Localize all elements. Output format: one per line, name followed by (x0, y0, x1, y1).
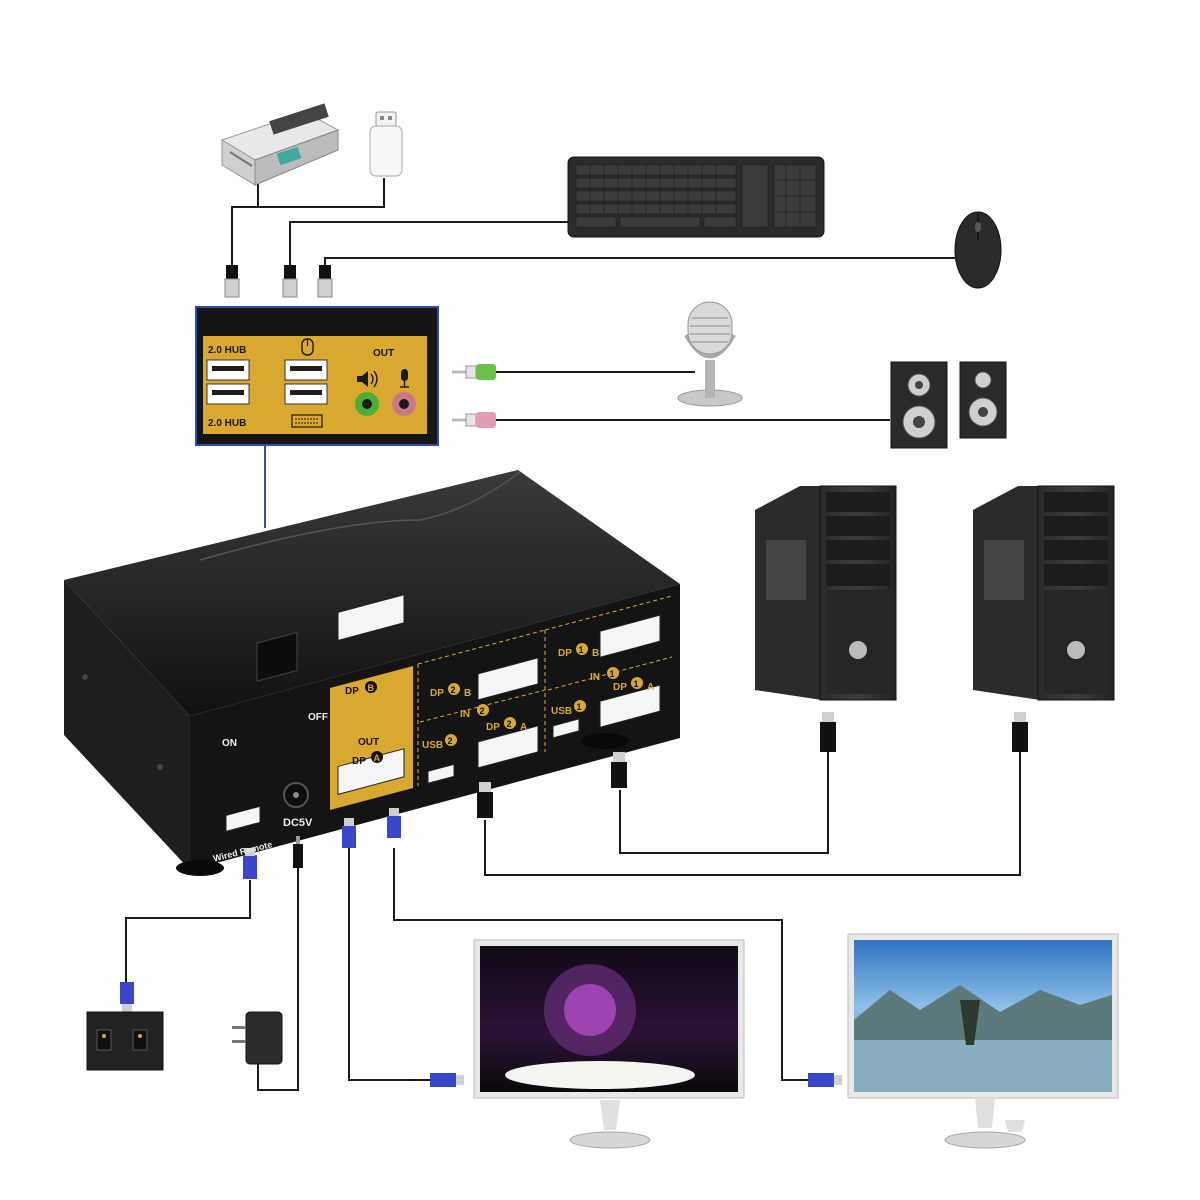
dp1-a-port (599, 684, 661, 728)
mic-in-jack-icon (392, 392, 416, 416)
monitor2-cable (393, 848, 810, 1081)
panel-mouse-icon (301, 338, 314, 356)
hdmi-plug-2-icon (477, 782, 493, 818)
audio-plug-pink-icon (452, 412, 496, 428)
microphone-icon (677, 301, 743, 407)
kvm-ports (176, 595, 673, 876)
monitor1-cable (348, 848, 440, 1081)
dp2-b-letter: B (464, 688, 471, 699)
dp1-b-letter: B (592, 648, 599, 659)
dp1-b-num: 1 (579, 645, 584, 655)
dp2-a-port (477, 725, 539, 769)
remote-cable (125, 880, 251, 985)
in1-num: 1 (610, 669, 615, 679)
mouse-cable (324, 257, 955, 265)
usb1-label: USB (551, 706, 572, 717)
dp-out-b-port (337, 594, 405, 642)
in1-label: IN (590, 672, 600, 683)
power-switch[interactable] (256, 631, 298, 682)
computer-1-icon (755, 485, 897, 701)
dp1-b-label: DP (558, 648, 572, 659)
audio-plug-green-icon (452, 364, 496, 380)
usb-stick-cable (258, 178, 385, 208)
dp-out-b-label: DP (345, 686, 359, 697)
panel-keyboard-icon (291, 414, 323, 428)
usb2-label: USB (422, 740, 443, 751)
out-label: OUT (358, 737, 379, 748)
panel-out-label: OUT (373, 348, 394, 359)
dp-out-a-letter: A (374, 753, 381, 763)
in2-num: 2 (480, 706, 485, 716)
pc1-cable (619, 752, 829, 854)
wired-remote-icon (86, 1011, 164, 1071)
usb-plug-icons (224, 265, 333, 298)
power-adapter-icon (232, 1011, 283, 1065)
dp1-a-num: 1 (634, 679, 639, 689)
panel-speaker-icon (357, 370, 378, 388)
power-cable (257, 868, 299, 1091)
dp-out-b-letter: B (368, 683, 375, 693)
dp-out-a-port (337, 748, 405, 796)
dp-out-a-label: DP (352, 756, 366, 767)
usb-plug-mouse-icon (317, 265, 333, 298)
printer-icon (220, 103, 340, 186)
on-label: ON (222, 738, 237, 749)
dp1-a-letter: A (647, 682, 654, 693)
monitor-2-icon (847, 933, 1119, 1149)
usb-plug-printer-icon (224, 265, 240, 298)
kvm-labels: ON OFF DP B OUT DP A DP 2 B IN 2 USB 2 D… (212, 643, 654, 864)
dp2-a-letter: A (520, 722, 527, 733)
usb2-port (427, 763, 455, 784)
dp-plug-monitor1-icon (430, 1073, 464, 1087)
dp2-b-label: DP (430, 688, 444, 699)
hdmi-plug-pc1-icon (820, 712, 836, 752)
dp2-a-num: 2 (507, 719, 512, 729)
printer-cable (231, 180, 259, 265)
dp2-b-port (477, 657, 539, 701)
dp2-a-label: DP (486, 722, 500, 733)
dc-plug-icon (293, 836, 303, 868)
keyboard-icon (567, 156, 825, 238)
usb1-port (552, 718, 580, 739)
dp-plug-monitor2-icon (808, 1073, 842, 1087)
hdmi-plug-1-icon (611, 752, 627, 788)
remote-plug-bottom-icon (120, 982, 134, 1012)
pc2-cable (484, 752, 1021, 876)
mouse-icon (954, 211, 1002, 289)
computer-2-icon (973, 485, 1115, 701)
audio-out-jack-icon (355, 392, 379, 416)
remote-plug-icon (243, 848, 257, 879)
usb2-num: 2 (448, 736, 453, 746)
dc5v-label: DC5V (283, 817, 313, 829)
kvm-switch-body (64, 470, 680, 870)
dp1-b-port (599, 614, 661, 658)
dp-plug-out-a-icon (342, 818, 356, 848)
monitor-1-icon (473, 939, 745, 1149)
hub-bottom-label: 2.0 HUB (208, 418, 246, 429)
hub-top-label: 2.0 HUB (208, 345, 246, 356)
dp2-b-num: 2 (451, 685, 456, 695)
speakers-icon (890, 361, 1007, 449)
off-label: OFF (308, 712, 328, 723)
hdmi-plug-pc2-icon (1012, 712, 1028, 752)
usb-stick-icon (369, 111, 403, 177)
wired-remote-port (225, 805, 261, 833)
dp-plug-out-b-icon (387, 808, 401, 838)
dp1-a-label: DP (613, 682, 627, 693)
usb1-num: 1 (577, 702, 582, 712)
front-panel-callout: 2.0 HUB 2.0 HUB OUT (195, 306, 439, 446)
usb-plug-keyboard-icon (282, 265, 298, 298)
panel-mic-icon (400, 369, 409, 388)
in2-label: IN (460, 709, 470, 720)
